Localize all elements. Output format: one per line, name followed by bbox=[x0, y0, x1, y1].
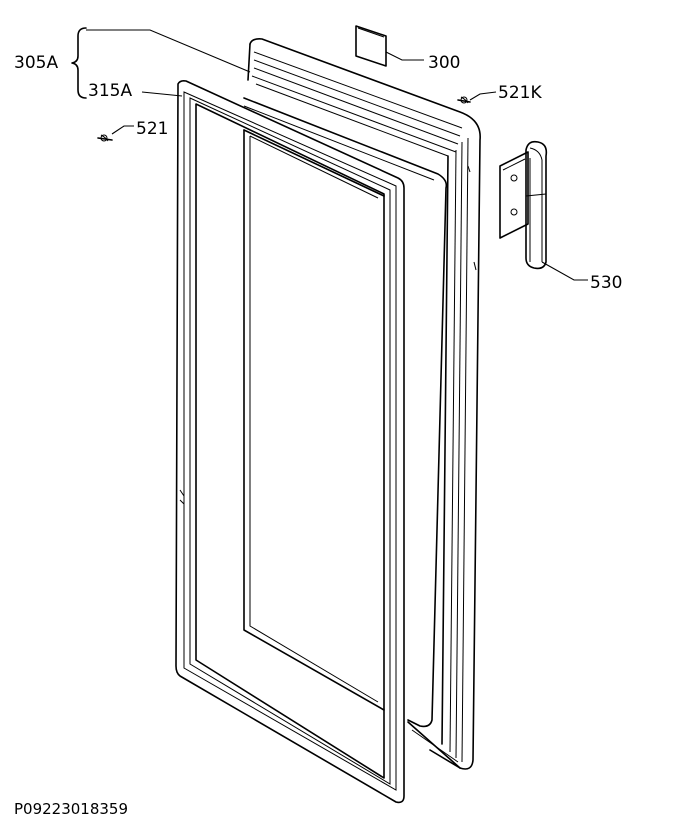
leader-315a bbox=[141, 91, 183, 97]
brace-305a bbox=[71, 27, 87, 99]
footer-code: P09223018359 bbox=[14, 800, 128, 818]
label-530: 530 bbox=[590, 273, 622, 293]
screw-521 bbox=[97, 134, 113, 142]
leader-521 bbox=[111, 125, 134, 135]
leader-305a bbox=[86, 29, 251, 73]
leader-521k bbox=[469, 91, 497, 101]
hinge bbox=[499, 140, 548, 270]
label-300: 300 bbox=[428, 53, 460, 73]
label-305a: 305A bbox=[14, 53, 58, 73]
door-panel bbox=[243, 38, 481, 770]
label-plate bbox=[355, 25, 387, 67]
label-521k: 521K bbox=[498, 83, 542, 103]
leader-530 bbox=[541, 261, 588, 281]
leader-300 bbox=[385, 51, 424, 61]
screw-521k bbox=[457, 96, 471, 104]
label-315a: 315A bbox=[88, 81, 132, 101]
label-521: 521 bbox=[136, 119, 168, 139]
door-gasket bbox=[175, 80, 405, 804]
